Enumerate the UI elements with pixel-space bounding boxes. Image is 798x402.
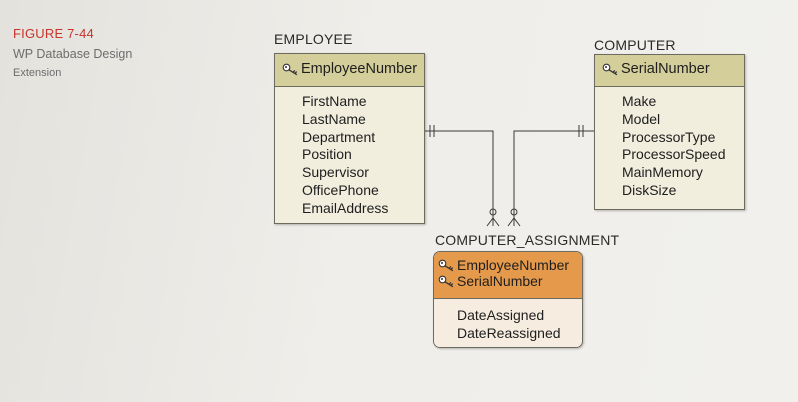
employee-entity: EmployeeNumber FirstName LastName Depart… bbox=[274, 53, 425, 224]
key-icon bbox=[438, 259, 454, 271]
employee-attribute: OfficePhone bbox=[302, 181, 379, 198]
key-icon bbox=[602, 63, 618, 75]
employee-attribute: Supervisor bbox=[302, 164, 369, 181]
computer-attribute: ProcessorType bbox=[622, 128, 716, 145]
employee-entity-name: EMPLOYEE bbox=[274, 31, 353, 47]
employee-primary-key: EmployeeNumber bbox=[282, 61, 424, 77]
computer-assignment-key-label: EmployeeNumber bbox=[457, 257, 570, 273]
computer-assignment-entity: EmployeeNumber SerialNumber DateAssigned… bbox=[433, 251, 583, 348]
employee-attributes: FirstName LastName Department Position S… bbox=[275, 87, 424, 218]
employee-attribute: LastName bbox=[302, 110, 366, 127]
computer-assignment-attribute: DateAssigned bbox=[457, 307, 545, 323]
computer-assignment-key: SerialNumber bbox=[438, 273, 582, 289]
computer-assignment-key: EmployeeNumber bbox=[438, 257, 582, 273]
computer-attribute: DiskSize bbox=[622, 181, 677, 198]
employee-assignment-relationship bbox=[425, 125, 500, 227]
computer-key-section: SerialNumber bbox=[595, 55, 744, 87]
computer-entity-name: COMPUTER bbox=[594, 37, 676, 53]
employee-attribute: FirstName bbox=[302, 93, 367, 109]
computer-key-label: SerialNumber bbox=[621, 61, 710, 77]
computer-entity: SerialNumber Make Model ProcessorType Pr… bbox=[594, 54, 745, 210]
computer-attributes: Make Model ProcessorType ProcessorSpeed … bbox=[595, 87, 744, 200]
computer-attribute: MainMemory bbox=[622, 164, 703, 181]
computer-assignment-attributes: DateAssigned DateReassigned bbox=[434, 299, 582, 347]
employee-key-section: EmployeeNumber bbox=[275, 54, 424, 87]
key-icon bbox=[438, 275, 454, 287]
computer-assignment-key-label: SerialNumber bbox=[457, 273, 543, 289]
computer-attribute: ProcessorSpeed bbox=[622, 146, 726, 163]
computer-assignment-relationship bbox=[507, 125, 594, 227]
employee-attribute: Department bbox=[302, 128, 376, 145]
computer-attribute: Make bbox=[622, 93, 657, 109]
computer-assignment-attribute: DateReassigned bbox=[457, 324, 561, 341]
computer-primary-key: SerialNumber bbox=[602, 61, 744, 77]
employee-attribute: Position bbox=[302, 146, 352, 163]
key-icon bbox=[282, 63, 298, 75]
computer-assignment-entity-name: COMPUTER_ASSIGNMENT bbox=[435, 232, 620, 248]
employee-attribute: EmailAddress bbox=[302, 199, 389, 216]
figure-title-extension: Extension bbox=[13, 67, 62, 79]
computer-assignment-key-section: EmployeeNumber SerialNumber bbox=[434, 252, 582, 299]
employee-key-label: EmployeeNumber bbox=[301, 61, 418, 77]
computer-attribute: Model bbox=[622, 110, 661, 127]
figure-number: FIGURE 7-44 bbox=[13, 26, 94, 41]
figure-title: WP Database Design bbox=[13, 47, 133, 61]
